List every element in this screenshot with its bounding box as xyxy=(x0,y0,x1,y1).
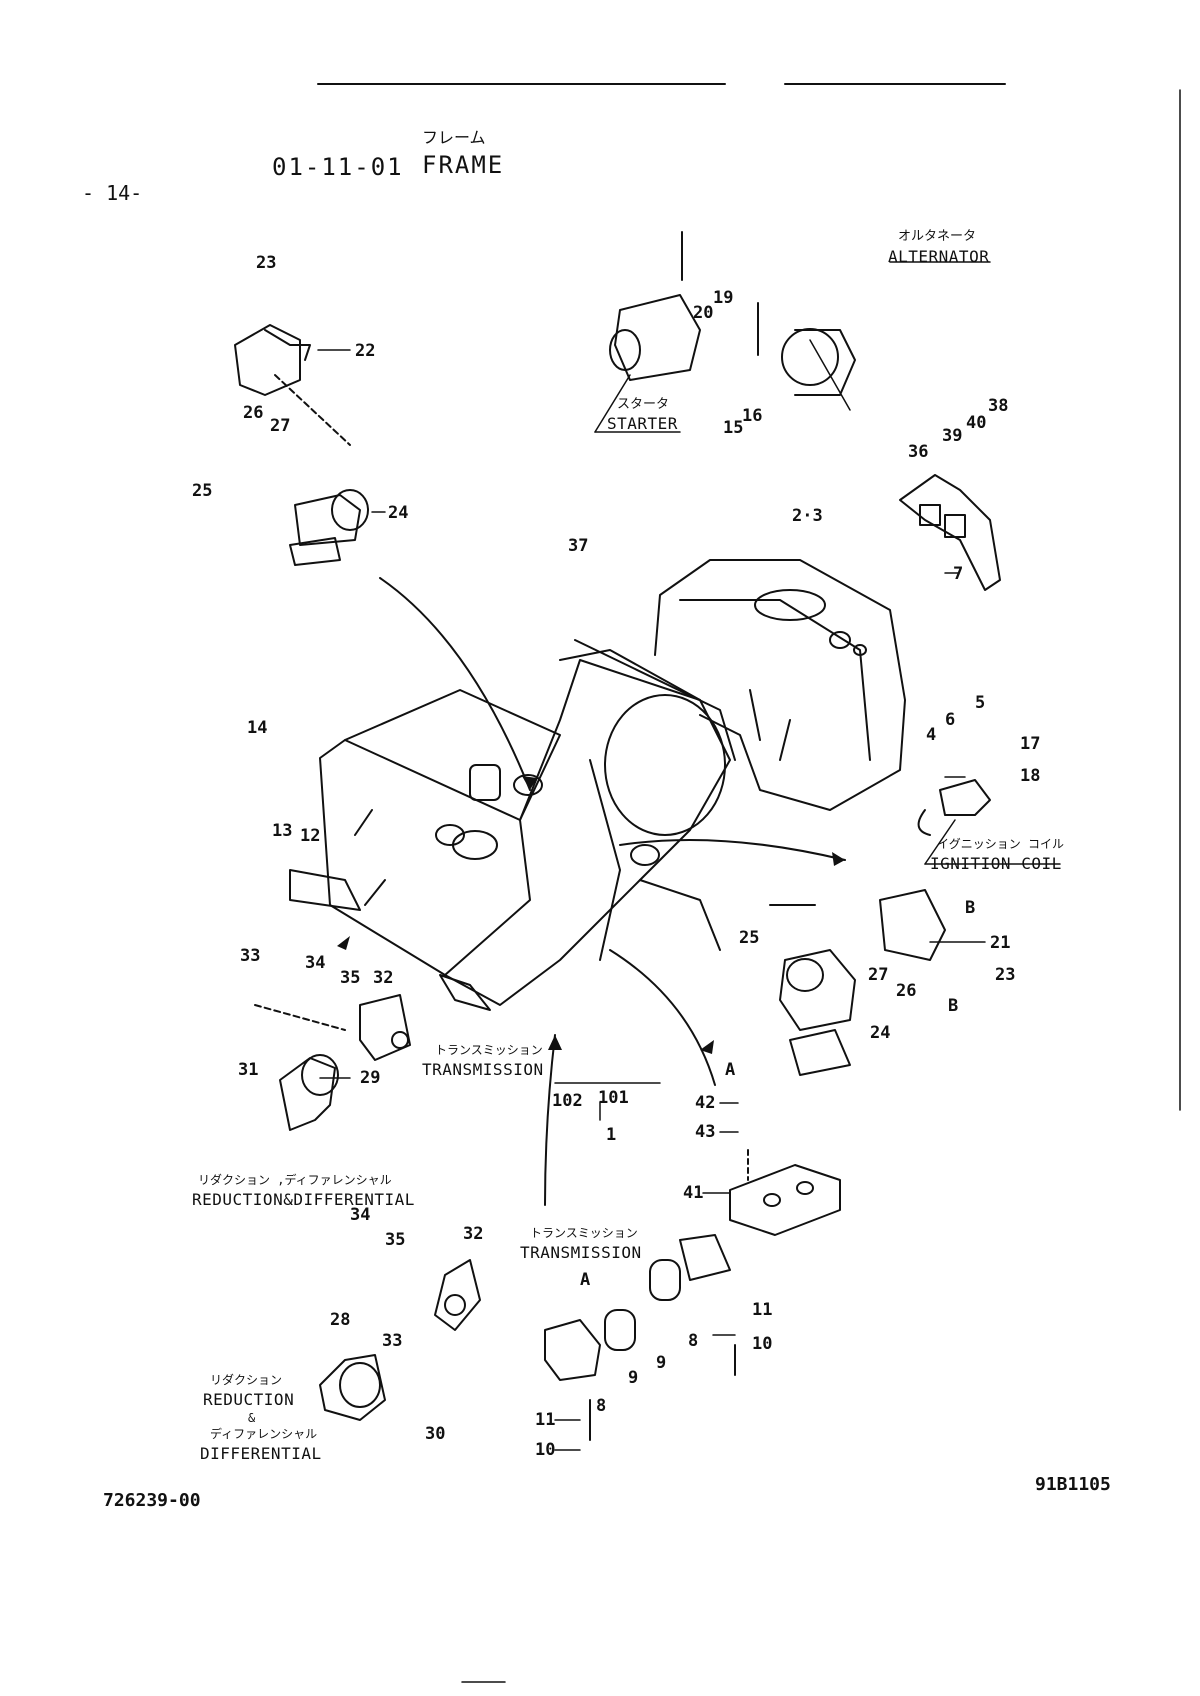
callout-25-right: 25 xyxy=(739,928,760,948)
callout-16: 16 xyxy=(742,406,763,426)
cover-plate xyxy=(899,474,1001,591)
page-title: FRAME xyxy=(422,151,505,179)
starter-label: STARTER xyxy=(607,414,678,433)
callout-20: 20 xyxy=(693,303,714,323)
reduction-label: REDUCTION xyxy=(203,1390,295,1409)
transmission-label: TRANSMISSION xyxy=(422,1060,544,1079)
callout-34: 34 xyxy=(305,953,326,973)
callout-27: 27 xyxy=(270,416,291,436)
transmission-label-2: TRANSMISSION xyxy=(520,1243,642,1262)
alternator-label-jp: オルタネータ xyxy=(898,229,977,244)
callout-43: 43 xyxy=(695,1122,716,1142)
alternator-label: ALTERNATOR xyxy=(888,247,990,266)
support-plate xyxy=(729,1149,841,1236)
reduction-differential-label-jp: リダクション ,ディファレンシャル xyxy=(198,1173,392,1187)
title-jp: フレーム xyxy=(422,128,486,147)
callout-31: 31 xyxy=(238,1060,259,1080)
callout-8-left: 8 xyxy=(596,1396,607,1416)
ignition-coil-part xyxy=(917,779,991,836)
callout-102: 102 xyxy=(552,1091,583,1111)
reduction-differential-label: REDUCTION&DIFFERENTIAL xyxy=(192,1190,415,1209)
callout-30: 30 xyxy=(425,1424,446,1444)
callout-18: 18 xyxy=(1020,766,1041,786)
callout-24-right: 24 xyxy=(870,1023,891,1043)
rear-housing xyxy=(654,559,906,811)
bushing-group xyxy=(544,1234,736,1441)
callout-6: 6 xyxy=(945,710,956,730)
callout-101: 101 xyxy=(598,1088,629,1108)
callout-29: 29 xyxy=(360,1068,381,1088)
transmission-label-jp: トランスミッション xyxy=(435,1043,543,1057)
engine-mount-right xyxy=(769,889,946,1076)
callout-19: 19 xyxy=(713,288,734,308)
differential-label: DIFFERENTIAL xyxy=(200,1444,322,1463)
callout-32-bottom: 32 xyxy=(463,1224,484,1244)
callout-26-right: 26 xyxy=(896,981,917,1001)
callout-15: 15 xyxy=(723,418,744,438)
callout-32: 32 xyxy=(373,968,394,988)
view-b-label-2: B xyxy=(948,996,959,1016)
callout-13: 13 xyxy=(272,821,293,841)
callout-24: 24 xyxy=(388,503,409,523)
section-code: 01-11-01 xyxy=(272,153,404,181)
callout-4: 4 xyxy=(926,725,937,745)
view-a-label: A xyxy=(725,1060,736,1080)
callout-35-bottom: 35 xyxy=(385,1230,406,1250)
page-number: - 14- xyxy=(82,181,143,205)
callout-9-right: 9 xyxy=(656,1353,667,1373)
callout-26: 26 xyxy=(243,403,264,423)
callout-28: 28 xyxy=(330,1310,351,1330)
alternator xyxy=(757,302,856,396)
callout-21: 21 xyxy=(990,933,1011,953)
transmission-label-2-jp: トランスミッション xyxy=(530,1226,638,1240)
callout-35: 35 xyxy=(340,968,361,988)
callout-22: 22 xyxy=(355,341,376,361)
callout-33-bottom: 33 xyxy=(382,1331,403,1351)
ampersand-label: & xyxy=(248,1411,256,1425)
differential-label-jp: ディファレンシャル xyxy=(210,1427,318,1441)
callout-14: 14 xyxy=(247,718,268,738)
callout-11-right: 11 xyxy=(752,1300,773,1320)
callout-8-right: 8 xyxy=(688,1331,699,1351)
callout-10-right: 10 xyxy=(752,1334,773,1354)
callout-42: 42 xyxy=(695,1093,716,1113)
starter-label-jp: スタータ xyxy=(617,397,670,412)
callout-25: 25 xyxy=(192,481,213,501)
ignition-coil-label: IGNITION COIL xyxy=(930,854,1062,873)
callout-34-bottom: 34 xyxy=(350,1205,371,1225)
callout-39: 39 xyxy=(942,426,963,446)
callout-1: 1 xyxy=(606,1125,617,1145)
callout-2-3: 2·3 xyxy=(792,506,823,526)
callout-5: 5 xyxy=(975,693,986,713)
callout-37: 37 xyxy=(568,536,589,556)
reduction-label-jp: リダクション xyxy=(210,1373,283,1387)
leader-lines xyxy=(317,261,1061,1451)
part-number: 726239-00 xyxy=(103,1490,201,1511)
callout-7: 7 xyxy=(953,564,964,584)
callout-9-left: 9 xyxy=(628,1368,639,1388)
engine-mount-left-mid xyxy=(254,994,411,1131)
starter-motor xyxy=(609,231,701,381)
callout-10-left: 10 xyxy=(535,1440,556,1460)
callout-38: 38 xyxy=(988,396,1009,416)
callout-12: 12 xyxy=(300,826,321,846)
callout-11-left: 11 xyxy=(535,1410,556,1430)
callout-17: 17 xyxy=(1020,734,1041,754)
guide-arrows xyxy=(379,577,846,1206)
callout-23-right: 23 xyxy=(995,965,1016,985)
drawing-number: 91B1105 xyxy=(1035,1474,1111,1495)
callout-33: 33 xyxy=(240,946,261,966)
ignition-coil-label-jp: イグニッション コイル xyxy=(937,837,1064,851)
view-b-label: B xyxy=(965,898,976,918)
engine-mount-bottom-left xyxy=(319,1259,481,1421)
callout-40: 40 xyxy=(966,413,987,433)
engine-mount-upper-left xyxy=(234,324,369,566)
callout-41: 41 xyxy=(683,1183,704,1203)
callout-27-right: 27 xyxy=(868,965,889,985)
callout-36: 36 xyxy=(908,442,929,462)
main-frame-body xyxy=(289,639,736,1011)
view-a-label-2: A xyxy=(580,1270,591,1290)
callout-23: 23 xyxy=(256,253,277,273)
